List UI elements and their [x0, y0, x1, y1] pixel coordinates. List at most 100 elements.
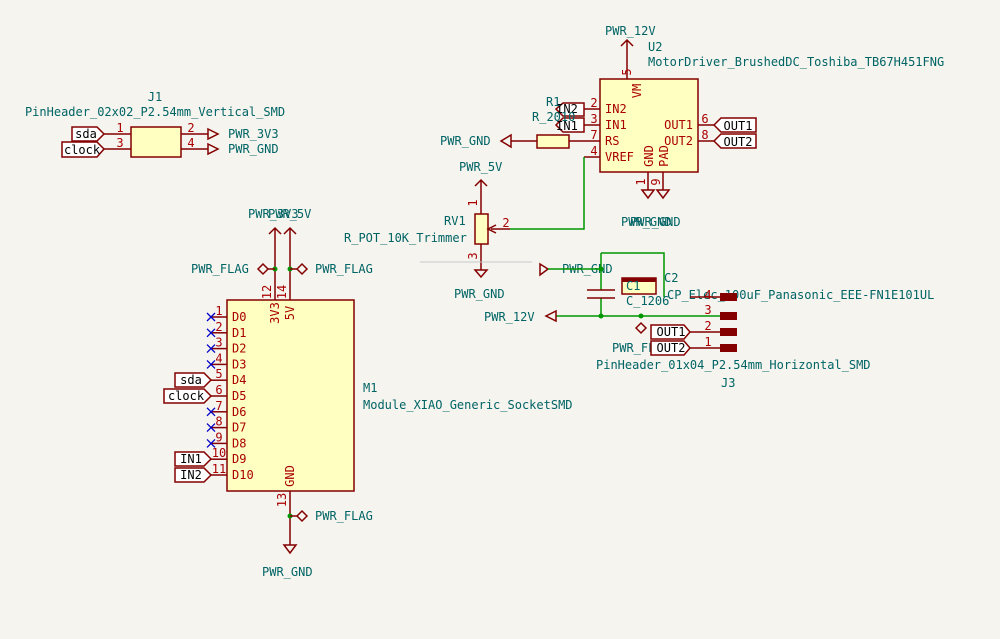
- u2-motor-driver[interactable]: PWR_12V U2 MotorDriver_BrushedDC_Toshiba…: [554, 24, 944, 229]
- u2-label-in1-box: [554, 117, 585, 133]
- rv1-potentiometer[interactable]: PWR_5V RV1 R_POT_10K_Trimmer 1 2 3 PWR_G…: [344, 160, 510, 301]
- capacitor-section[interactable]: PWR_GND C1 C_1206 C2 CP_Elec_100uF_Panas…: [484, 252, 934, 355]
- j1-header[interactable]: J1 PinHeader_02x02_P2.54mm_Vertical_SMD …: [25, 90, 285, 158]
- c1-plates-icon: [587, 289, 615, 299]
- u2-pin-1: 1: [634, 178, 648, 185]
- m1-label-sda: sda: [180, 373, 202, 387]
- u2-gnd-label-2: PWR_GND: [630, 215, 681, 229]
- m1-power-5v: PWR_5V: [268, 207, 311, 221]
- u2-body: [599, 78, 699, 173]
- m1-pin-14: 14: [275, 285, 289, 299]
- m1-flag-3: PWR_FLAG: [315, 509, 373, 523]
- rv1-pin-2: 2: [502, 216, 509, 230]
- j1-label-sda-box: [71, 126, 106, 142]
- m1-pin-name: D1: [232, 326, 246, 340]
- c2-ref: C2: [664, 271, 678, 285]
- m1-pin-name-gnd: GND: [283, 465, 297, 487]
- m1-pin-name: D6: [232, 405, 246, 419]
- m1-value: Module_XIAO_Generic_SocketSMD: [363, 398, 573, 412]
- j3-label-out2: OUT2: [657, 341, 686, 355]
- u2-label-out2-box: [712, 133, 757, 149]
- j1-power-gnd: PWR_GND: [228, 142, 279, 156]
- m1-pin-name: D0: [232, 310, 246, 324]
- m1-pin-number: 4: [215, 351, 222, 365]
- cap-12v-arrow-icon: [544, 309, 557, 323]
- m1-pin-number: 10: [212, 446, 226, 460]
- m1-pin-number: 6: [215, 383, 222, 397]
- m1-pin-number: 5: [215, 367, 222, 381]
- j3-pad-1: [720, 344, 737, 352]
- m1-pin-name-5v: 5V: [283, 306, 297, 320]
- m1-xiao-module[interactable]: PWR_3V3 PWR_5V PWR_FLAG PWR_FLAG 12 14 3…: [163, 207, 573, 579]
- u2-pin-2: 2: [590, 96, 597, 110]
- c2-polarity-icon: [622, 278, 656, 282]
- j3-pin-1: 1: [704, 335, 711, 349]
- u2-pin-3: 3: [590, 112, 597, 126]
- m1-body: [226, 299, 355, 492]
- u2-pin-name-out1: OUT1: [664, 118, 693, 132]
- m1-pin-name: D9: [232, 452, 246, 466]
- m1-pin-number: 11: [212, 462, 226, 476]
- j3-label-out2-box: [650, 340, 691, 356]
- j3-pin-2: 2: [704, 319, 711, 333]
- u2-label-in1: IN1: [556, 119, 578, 133]
- rv1-wiper-icon: [486, 224, 510, 234]
- cap-gnd-arrow-icon: [539, 262, 550, 277]
- no-connect-icon: [206, 359, 216, 369]
- j3-pin-4: 4: [704, 288, 711, 302]
- u2-label-out2: OUT2: [724, 135, 753, 149]
- m1-power-arrow-icon: [268, 226, 297, 300]
- j1-label-sda: sda: [75, 127, 97, 141]
- u2-pin-8: 8: [701, 128, 708, 142]
- u2-label-in2: IN2: [556, 102, 578, 116]
- j1-body: [130, 126, 182, 158]
- j1-value: PinHeader_02x02_P2.54mm_Vertical_SMD: [25, 105, 285, 119]
- m1-pin-number: 8: [215, 415, 222, 429]
- m1-label-sda-box: [174, 372, 213, 388]
- u2-pin-name-vref: VREF: [605, 150, 634, 164]
- j3-value: PinHeader_01x04_P2.54mm_Horizontal_SMD: [596, 358, 871, 372]
- rv1-power-arrow-icon: [474, 178, 488, 214]
- rv1-gnd: PWR_GND: [454, 287, 505, 301]
- j1-label-clock: clock: [64, 143, 101, 157]
- j1-power-arrow-icon: [207, 127, 220, 156]
- m1-label-clock-box: [163, 388, 213, 404]
- m1-pin-name: D4: [232, 373, 246, 387]
- m1-flag-icon-1: [256, 262, 270, 276]
- rv1-gnd-icon: [473, 244, 489, 279]
- j3-ref: J3: [721, 376, 735, 390]
- m1-pin-12: 12: [260, 285, 274, 299]
- rv1-body: [474, 213, 489, 245]
- u2-gnd-icon: [640, 172, 671, 200]
- r1-body: [536, 134, 570, 149]
- m1-pin-13: 13: [275, 493, 289, 507]
- rv1-power-5v: PWR_5V: [459, 160, 502, 174]
- m1-flag-2: PWR_FLAG: [315, 262, 373, 276]
- u2-power-12v: PWR_12V: [605, 24, 656, 38]
- u2-pin-name-in2: IN2: [605, 102, 627, 116]
- m1-flag-1: PWR_FLAG: [191, 262, 249, 276]
- u2-pin-5: 5: [620, 68, 634, 75]
- u2-gnd-label-1: PWR_GND: [621, 215, 672, 229]
- m1-flag-icon-3: [295, 509, 309, 523]
- m1-ref: M1: [363, 381, 377, 395]
- j3-pad-2: [720, 328, 737, 336]
- j3-header[interactable]: 4 3 2 1 OUT1 OUT2 PinHeader_01x04_P2.54m…: [596, 288, 871, 390]
- u2-pin-6: 6: [701, 112, 708, 126]
- u2-pin-7: 7: [590, 128, 597, 142]
- j1-pin-4: 4: [187, 136, 194, 150]
- m1-label-in2: IN2: [180, 468, 202, 482]
- u2-ref: U2: [648, 40, 662, 54]
- m1-pin-name: D2: [232, 342, 246, 356]
- r1-resistor[interactable]: R1 R_2010 PWR_GND: [440, 95, 584, 149]
- wire-vref: [510, 157, 585, 230]
- rv1-ref: RV1: [444, 214, 466, 228]
- u2-pin-4: 4: [590, 144, 597, 158]
- u2-pin-9: 9: [649, 178, 663, 185]
- m1-pin-name: D7: [232, 421, 246, 435]
- m1-pin-name: D8: [232, 436, 246, 450]
- u2-pin-name-pad: PAD: [657, 145, 671, 167]
- u2-pin-name-out2: OUT2: [664, 134, 693, 148]
